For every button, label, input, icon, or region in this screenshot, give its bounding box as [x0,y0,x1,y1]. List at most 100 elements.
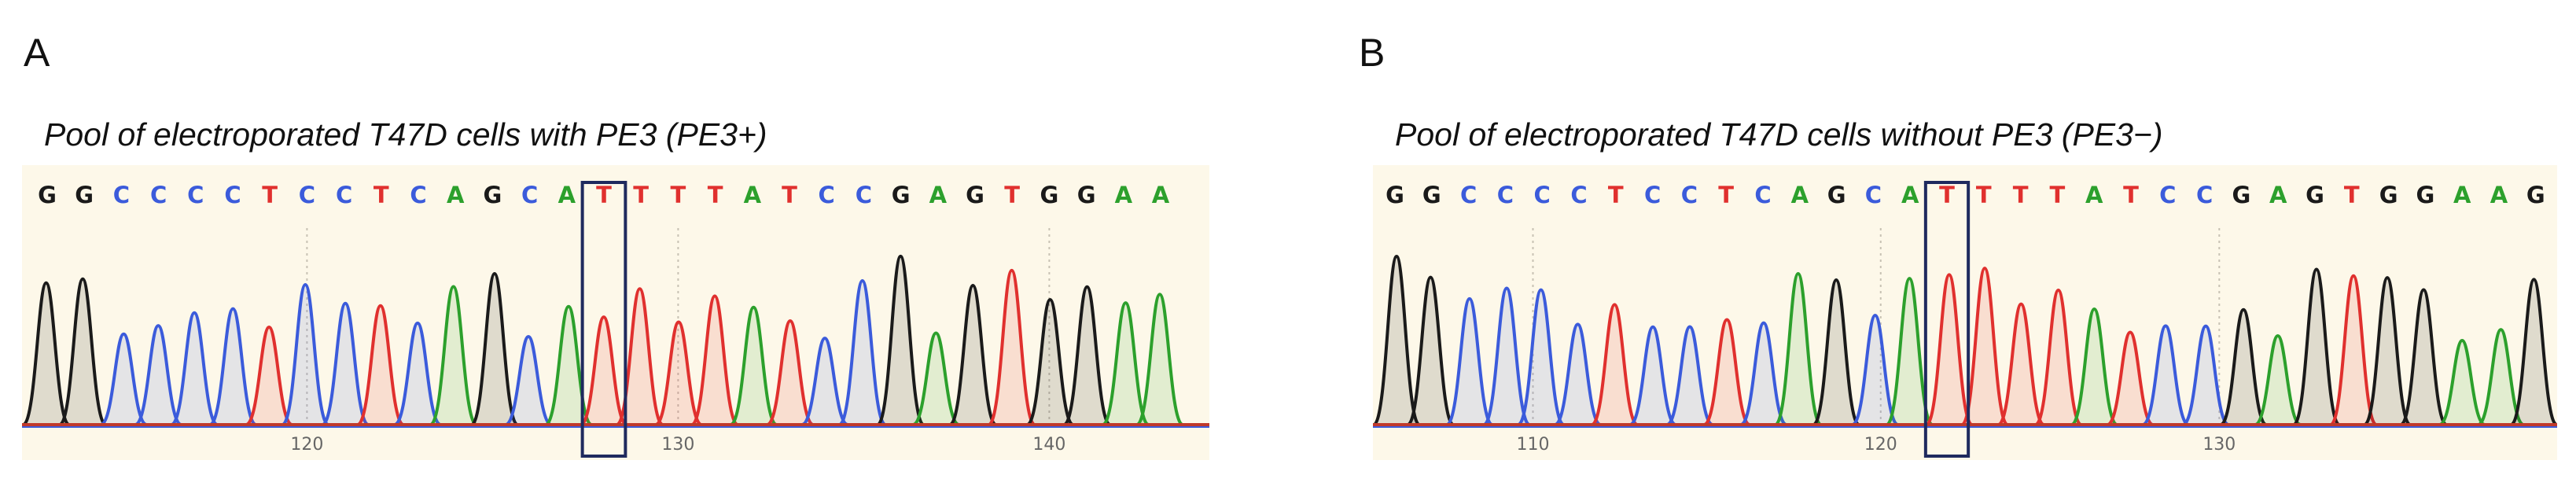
highlight-box [1923,181,1971,458]
base-call-23: G [2232,182,2250,208]
peak-4 [170,311,219,426]
panel-letter-a: A [24,31,50,75]
base-call-21: C [2159,182,2176,208]
panel-letter-b: B [1359,31,1386,75]
peak-8 [1665,325,1713,426]
base-call-22: C [2196,182,2213,208]
peak-6 [245,326,293,426]
peak-11 [429,285,478,426]
base-call-13: C [1865,182,1882,208]
base-call-3: C [1497,182,1514,208]
base-call-0: G [38,182,57,208]
base-call-22: C [856,182,872,208]
peak-23 [2220,307,2268,426]
base-call-2: C [1460,182,1477,208]
peak-15 [1924,273,1974,426]
peak-5 [208,307,257,426]
base-call-19: A [2085,182,2103,208]
peak-5 [1554,322,1602,426]
base-call-25: G [2306,182,2324,208]
panel-title-b: Pool of electroporated T47D cells withou… [1395,116,2163,153]
peak-29 [2438,339,2486,426]
base-call-15: T [1939,182,1955,208]
base-call-14: A [1901,182,1919,208]
peak-10 [393,321,442,426]
peak-1 [1406,275,1455,426]
peak-19 [730,305,778,426]
peak-0 [22,281,71,426]
base-call-28: G [1077,182,1096,208]
peak-25 [948,283,997,426]
base-call-16: T [633,182,649,208]
base-call-24: A [2269,182,2287,208]
peak-27 [2363,276,2412,426]
x-tick-label-2: 130 [2202,435,2236,455]
peak-28 [1063,285,1111,426]
peak-17 [654,320,703,426]
x-tick-label-1: 130 [661,435,694,455]
base-call-29: A [1115,182,1133,208]
base-call-2: C [113,182,130,208]
peak-11 [1773,271,1823,426]
peak-2 [100,332,148,426]
base-call-3: C [150,182,167,208]
base-call-30: A [2490,182,2508,208]
peak-9 [356,304,405,426]
peak-25 [2291,267,2341,426]
base-call-27: G [1040,182,1058,208]
base-call-1: G [1422,182,1441,208]
base-call-31: G [2526,182,2545,208]
x-tick-label-1: 120 [1864,435,1897,455]
peak-1 [58,277,108,426]
peak-20 [2107,330,2155,426]
peak-26 [2329,274,2378,426]
peak-9 [1703,318,1751,426]
base-call-8: C [1681,182,1698,208]
base-call-12: G [1827,182,1846,208]
base-call-21: C [819,182,835,208]
peak-20 [766,319,815,426]
base-call-30: A [1152,182,1170,208]
base-call-4: C [187,182,204,208]
base-call-4: C [1534,182,1551,208]
base-call-5: C [224,182,241,208]
base-call-14: A [558,182,576,208]
peak-31 [2509,278,2557,426]
base-call-17: T [2013,182,2029,208]
base-call-6: T [1608,182,1624,208]
base-call-18: T [2050,182,2066,208]
peak-16 [1960,267,2010,426]
base-call-12: G [483,182,502,208]
peak-24 [912,331,960,426]
base-call-9: T [1718,182,1734,208]
base-call-18: T [708,182,723,208]
base-call-11: A [447,182,465,208]
base-call-10: C [410,182,426,208]
base-call-10: C [1754,182,1771,208]
peak-18 [2034,289,2082,426]
peak-22 [2182,324,2230,426]
peak-23 [876,254,926,426]
peak-7 [1629,325,1677,426]
peak-4 [1517,288,1565,426]
peak-13 [504,334,553,426]
peak-17 [1997,302,2045,426]
peak-21 [2142,324,2190,426]
highlight-box [580,181,627,458]
base-call-6: T [262,182,278,208]
base-call-29: A [2453,182,2471,208]
base-call-28: G [2416,182,2434,208]
peak-18 [690,294,739,426]
base-call-20: T [782,182,797,208]
peak-15 [580,315,628,426]
peak-19 [2070,307,2118,426]
peak-13 [1851,314,1899,426]
peak-8 [321,301,370,426]
base-call-16: T [1976,182,1992,208]
x-tick-label-0: 110 [1517,435,1550,455]
peak-21 [800,337,849,426]
base-call-13: C [521,182,538,208]
peak-3 [134,324,182,426]
base-call-9: T [374,182,389,208]
